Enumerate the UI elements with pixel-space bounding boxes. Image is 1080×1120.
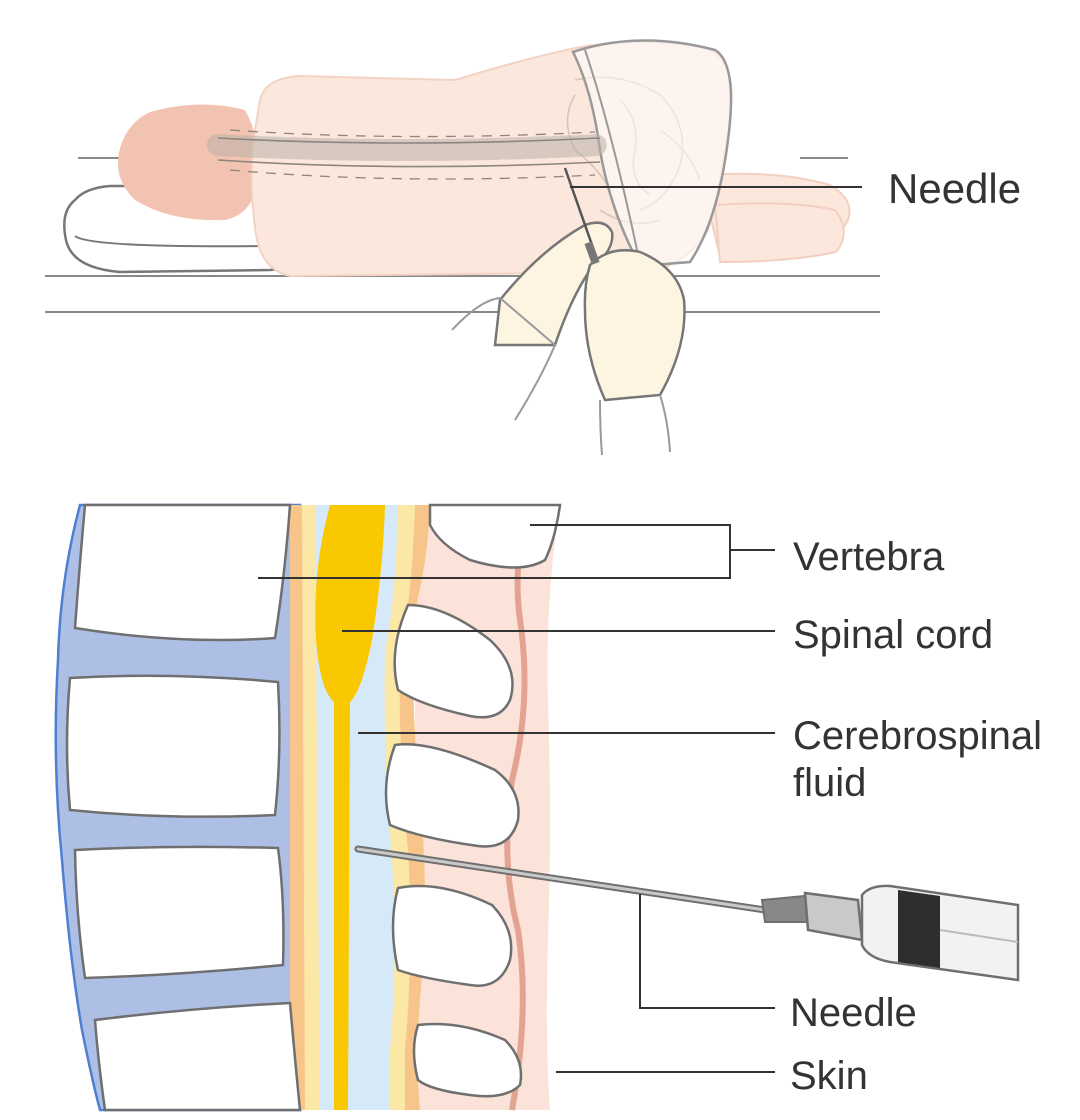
cross-section bbox=[54, 503, 1020, 1112]
spinal-cord bbox=[315, 505, 385, 1110]
left-gloved-hand bbox=[493, 221, 614, 347]
spinous-process bbox=[384, 743, 520, 848]
gown-waistband bbox=[584, 49, 641, 265]
patient-foot bbox=[713, 202, 845, 264]
right-sleeve bbox=[599, 394, 671, 456]
syringe-line bbox=[939, 929, 1019, 943]
vertebral-body bbox=[93, 1001, 302, 1112]
needle-leader-line bbox=[639, 894, 775, 1009]
patient-illustration bbox=[45, 39, 880, 456]
pillow-seam bbox=[74, 235, 271, 248]
spinous-process bbox=[393, 603, 514, 719]
right-gloved-hand bbox=[583, 248, 686, 402]
spine-sketch bbox=[207, 129, 611, 180]
needle-label-bottom: Needle bbox=[790, 991, 917, 1035]
vertebra-label: Vertebra bbox=[793, 535, 945, 579]
needle-label-top: Needle bbox=[888, 165, 1022, 212]
spinous-process bbox=[428, 503, 562, 569]
syringe-tip bbox=[803, 891, 864, 942]
skin-label: Skin bbox=[790, 1054, 868, 1098]
spinal-cord-label: Spinal cord bbox=[793, 613, 994, 657]
vertebral-body bbox=[73, 845, 285, 980]
vertebral-body bbox=[65, 674, 281, 818]
needle-syringe bbox=[354, 845, 1020, 982]
needle-hub bbox=[760, 894, 810, 923]
spinous-process bbox=[412, 1022, 523, 1098]
vertebra-bracket bbox=[258, 524, 731, 579]
needle-shaft-highlight bbox=[356, 847, 767, 912]
patient-head-hair bbox=[117, 104, 259, 221]
left-sleeve bbox=[451, 296, 557, 421]
csf-label-line1: Cerebrospinal bbox=[793, 714, 1043, 758]
needle-hub-top bbox=[584, 241, 600, 265]
csf-label-line2: fluid bbox=[793, 761, 867, 805]
syringe-band bbox=[898, 890, 940, 968]
spinous-process bbox=[391, 884, 513, 987]
vertebral-body bbox=[73, 503, 292, 642]
